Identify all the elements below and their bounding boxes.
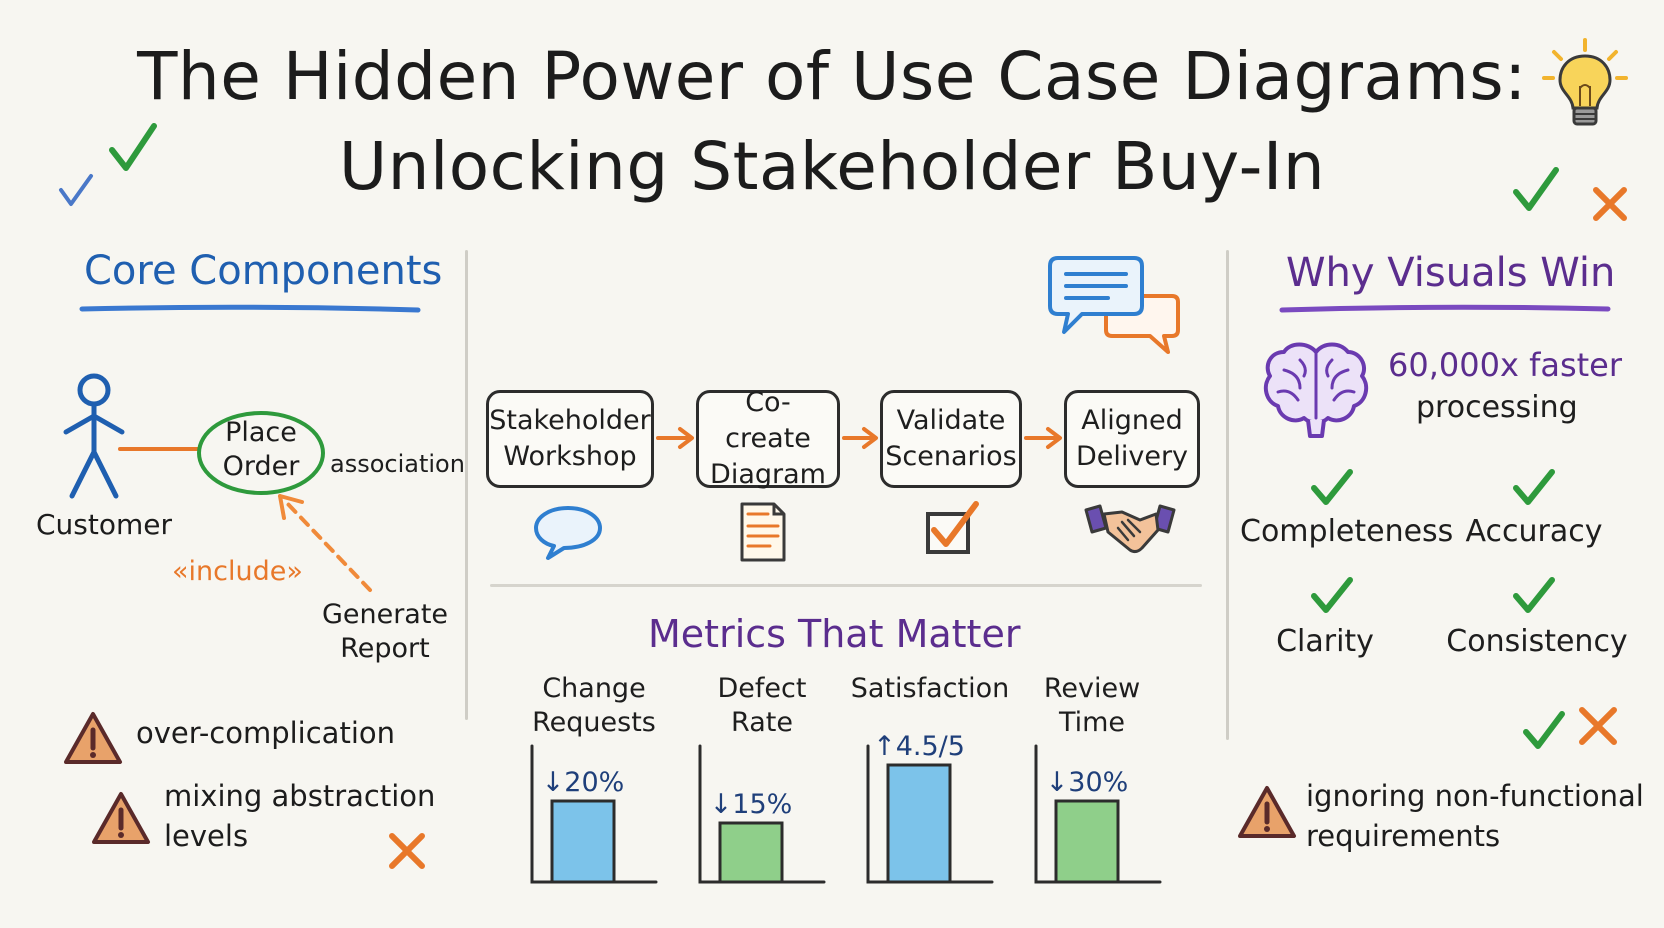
center-divider (490, 584, 1202, 587)
step-line-2: Diagram (710, 459, 826, 490)
step-line-2: Delivery (1075, 441, 1189, 472)
checkmark-icon (59, 174, 93, 206)
metric-value-label: ↓30% (1046, 767, 1129, 798)
cross-icon (1593, 187, 1627, 221)
association-label: association (330, 450, 465, 478)
warning-icon (1238, 786, 1296, 838)
metric-line-1: Review (1043, 673, 1141, 704)
flow-arrow (1024, 427, 1062, 449)
right-divider (1226, 250, 1229, 740)
warning-icon (92, 792, 150, 844)
quality-consistency: Consistency (1446, 624, 1628, 659)
speech-bubble-icon (534, 506, 602, 560)
stat-faster: 60,000x faster (1388, 346, 1622, 384)
checkbox-icon (926, 501, 979, 554)
metrics-heading: Metrics That Matter (648, 612, 1021, 656)
checkmark-icon (1513, 469, 1555, 505)
checkmark-icon (1513, 577, 1555, 613)
warning-non-functional: ignoring non-functional requirements (1306, 776, 1644, 856)
actor-label: Customer (36, 508, 173, 541)
cross-icon (1579, 707, 1617, 745)
lightbulb-icon (1542, 38, 1628, 126)
metric-label-change-requests: Change Requests (532, 672, 656, 740)
metric-line-2: Requests (532, 707, 656, 738)
handshake-icon (1084, 504, 1176, 554)
association-line (118, 447, 200, 451)
flow-arrow (842, 427, 878, 449)
metric-line-1: Defect (717, 673, 807, 704)
chat-bubbles-icon (1048, 256, 1180, 354)
generate-line-1: Generate (321, 599, 449, 630)
warning-nf-line-2: requirements (1306, 819, 1501, 853)
metrics-bar-chart: ↓20% ↓15% ↑4.5/5 ↓30% (530, 731, 1162, 884)
metric-bar (1054, 799, 1120, 884)
document-icon (740, 502, 786, 562)
generate-line-2: Report (340, 633, 430, 664)
quality-clarity: Clarity (1276, 624, 1374, 659)
stat-line-1: 60,000x faster (1388, 346, 1623, 384)
generate-report-label: Generate Report (310, 598, 460, 666)
heading-underline (79, 304, 421, 313)
checkmark-icon (1523, 711, 1565, 749)
use-case-label: Place Order (200, 416, 322, 484)
metric-value-label: ↓15% (710, 789, 793, 820)
step-line-2: Workshop (503, 441, 637, 472)
checkmark-icon (1311, 469, 1353, 505)
metric-line-2: Rate (731, 707, 793, 738)
warning-mixing-line-1: mixing abstraction (164, 779, 436, 813)
metric-label-defect-rate: Defect Rate (700, 672, 824, 740)
metric-line-1: Satisfaction (850, 673, 1010, 704)
step-line-1: Co-create (725, 387, 811, 454)
heading-underline (1279, 304, 1611, 313)
core-components-heading: Core Components (84, 248, 443, 294)
metric-bar (718, 821, 784, 884)
warning-nf-line-1: ignoring non-functional (1306, 779, 1644, 813)
stat-processing: processing (1416, 390, 1578, 425)
quality-completeness: Completeness (1240, 514, 1454, 549)
warning-icon (64, 712, 122, 764)
use-case-line-1: Place (225, 417, 297, 448)
why-visuals-heading: Why Visuals Win (1286, 250, 1616, 296)
left-divider (465, 250, 468, 720)
metric-bar (886, 763, 952, 884)
metric-value-label: ↓20% (542, 767, 625, 798)
include-arrow (278, 494, 372, 592)
metric-bar (550, 799, 616, 884)
title-line-2: Unlocking Stakeholder Buy-In (338, 128, 1326, 205)
warning-over-complication: over-complication (136, 716, 396, 750)
cross-icon (389, 833, 425, 869)
include-label: «include» (172, 556, 303, 587)
metric-line-2: Time (1058, 707, 1126, 738)
actor-stick-figure-icon (63, 373, 125, 499)
step-line-1: Validate (896, 405, 1006, 436)
metric-value-label: ↑4.5/5 (873, 731, 965, 762)
step-line-1: Stakeholder (489, 405, 651, 436)
step-line-1: Aligned (1081, 405, 1183, 436)
warning-mixing-line-2: levels (164, 819, 249, 853)
flow-arrow (656, 427, 694, 449)
checkmark-icon (109, 123, 157, 171)
use-case-ellipse (197, 411, 325, 495)
metric-line-1: Change (542, 673, 646, 704)
metric-label-review-time: Review Time (1030, 672, 1154, 740)
metric-label-satisfaction: Satisfaction (848, 672, 1012, 706)
checkmark-icon (1513, 167, 1559, 211)
brain-icon (1263, 342, 1369, 438)
checkmark-icon (1311, 577, 1353, 613)
quality-accuracy: Accuracy (1465, 514, 1603, 549)
warning-mixing-abstraction: mixing abstraction levels (164, 776, 435, 856)
title-line-1: The Hidden Power of Use Case Diagrams: (137, 38, 1527, 115)
step-line-2: Scenarios (885, 441, 1017, 472)
use-case-line-2: Order (222, 451, 300, 482)
